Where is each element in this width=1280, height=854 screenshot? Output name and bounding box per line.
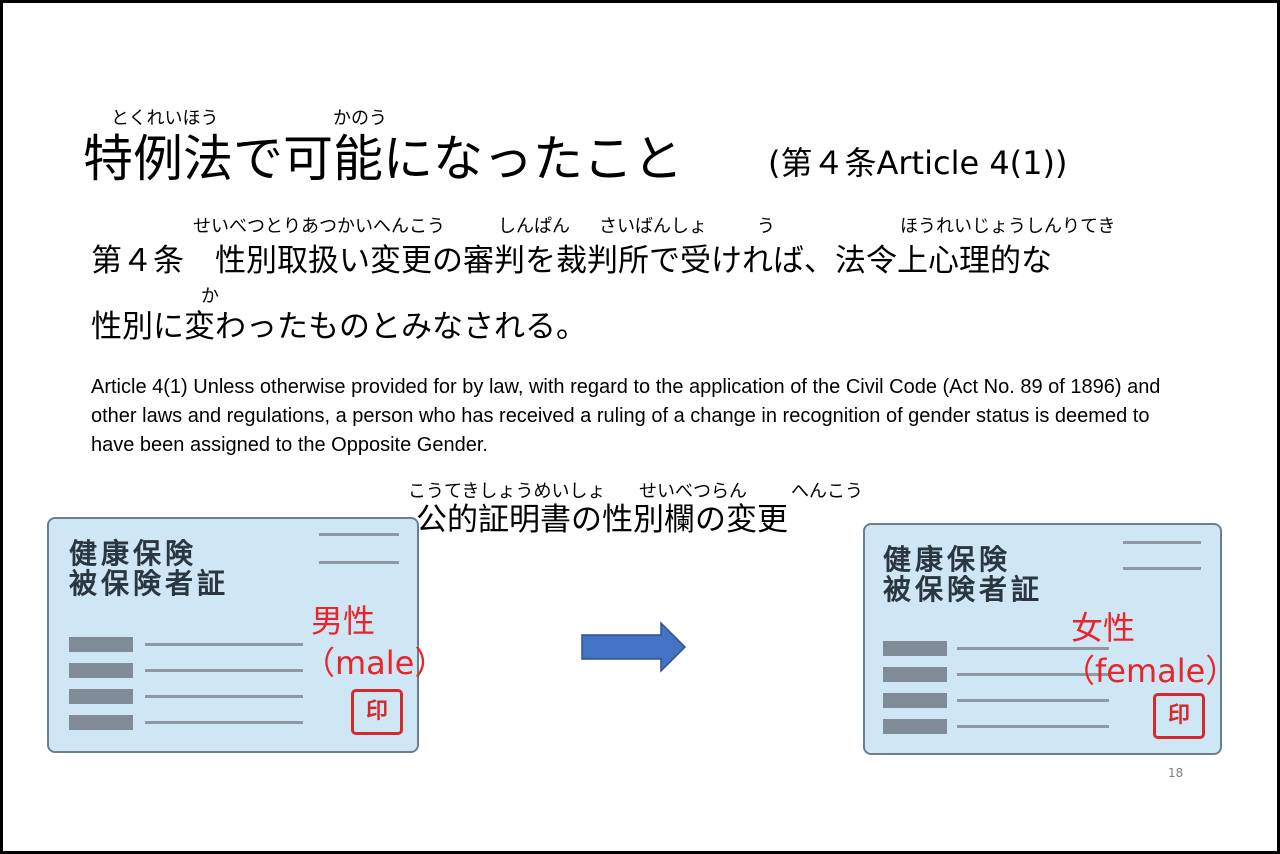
ruby-ka: か	[201, 286, 219, 307]
page-number: 18	[1168, 766, 1184, 780]
card-line	[957, 673, 1109, 676]
article-line-1: 第４条 性別取扱い変更の審判を裁判所で受ければ、法令上心理的な	[91, 243, 1052, 279]
card-line	[1123, 567, 1201, 570]
card-line	[145, 721, 303, 724]
card-bar	[69, 689, 133, 704]
ruby-shinpan: しんぱん	[498, 216, 570, 237]
insurance-card-before: 健康保険 被保険者証 印	[47, 517, 419, 753]
caption-ruby-henkou: へんこう	[791, 481, 863, 502]
gender-label-female-en: （female）	[1063, 652, 1238, 690]
gender-label-male: 男性	[311, 602, 376, 640]
card-title-line2: 被保険者証	[69, 567, 230, 600]
card-bar	[883, 641, 947, 656]
card-line	[957, 699, 1109, 702]
seal-stamp: 印	[1153, 693, 1205, 739]
page-subtitle: (第４条Article 4(1))	[768, 144, 1068, 182]
card-bar	[883, 667, 947, 682]
card-bar	[69, 715, 133, 730]
article-line-2: 性別に変わったものとみなされる。	[91, 309, 587, 345]
english-translation: Article 4(1) Unless otherwise provided f…	[91, 376, 1161, 456]
card-line	[957, 647, 1109, 650]
ruby-hourei: ほうれいじょうしんりてき	[900, 216, 1116, 237]
card-line	[145, 695, 303, 698]
ruby-saibansho: さいばんしょ	[599, 216, 707, 237]
card-bar	[69, 663, 133, 678]
card-title-line1: 健康保険	[69, 537, 198, 570]
gender-label-female: 女性	[1071, 609, 1136, 647]
card-title-line2: 被保険者証	[883, 573, 1044, 606]
card-line	[957, 725, 1109, 728]
card-line	[145, 643, 303, 646]
ruby-seibetsu: せいべつとりあつかいへんこう	[193, 216, 445, 237]
card-line	[145, 669, 303, 672]
card-title-line1: 健康保険	[883, 543, 1012, 576]
insurance-card-after: 健康保険 被保険者証 印	[863, 523, 1222, 755]
caption-text: 公的証明書の性別欄の変更	[416, 502, 788, 538]
card-bar	[883, 719, 947, 734]
card-line	[1123, 541, 1201, 544]
card-bar	[69, 637, 133, 652]
caption-ruby-koutekishoumeisho: こうてきしょうめいしょ	[408, 481, 606, 502]
gender-label-male-en: （male）	[303, 644, 447, 682]
title-ruby-kanou: かのう	[333, 108, 387, 129]
card-line	[319, 533, 399, 536]
title-ruby-tokureihou: とくれいほう	[111, 108, 219, 129]
right-arrow-icon	[581, 621, 687, 673]
ruby-u: う	[757, 216, 775, 237]
card-bar	[883, 693, 947, 708]
card-line	[319, 561, 399, 564]
page-title: 特例法で可能になったこと	[83, 130, 683, 188]
caption-ruby-seibetsuran: せいべつらん	[639, 481, 747, 502]
seal-stamp: 印	[351, 689, 403, 735]
